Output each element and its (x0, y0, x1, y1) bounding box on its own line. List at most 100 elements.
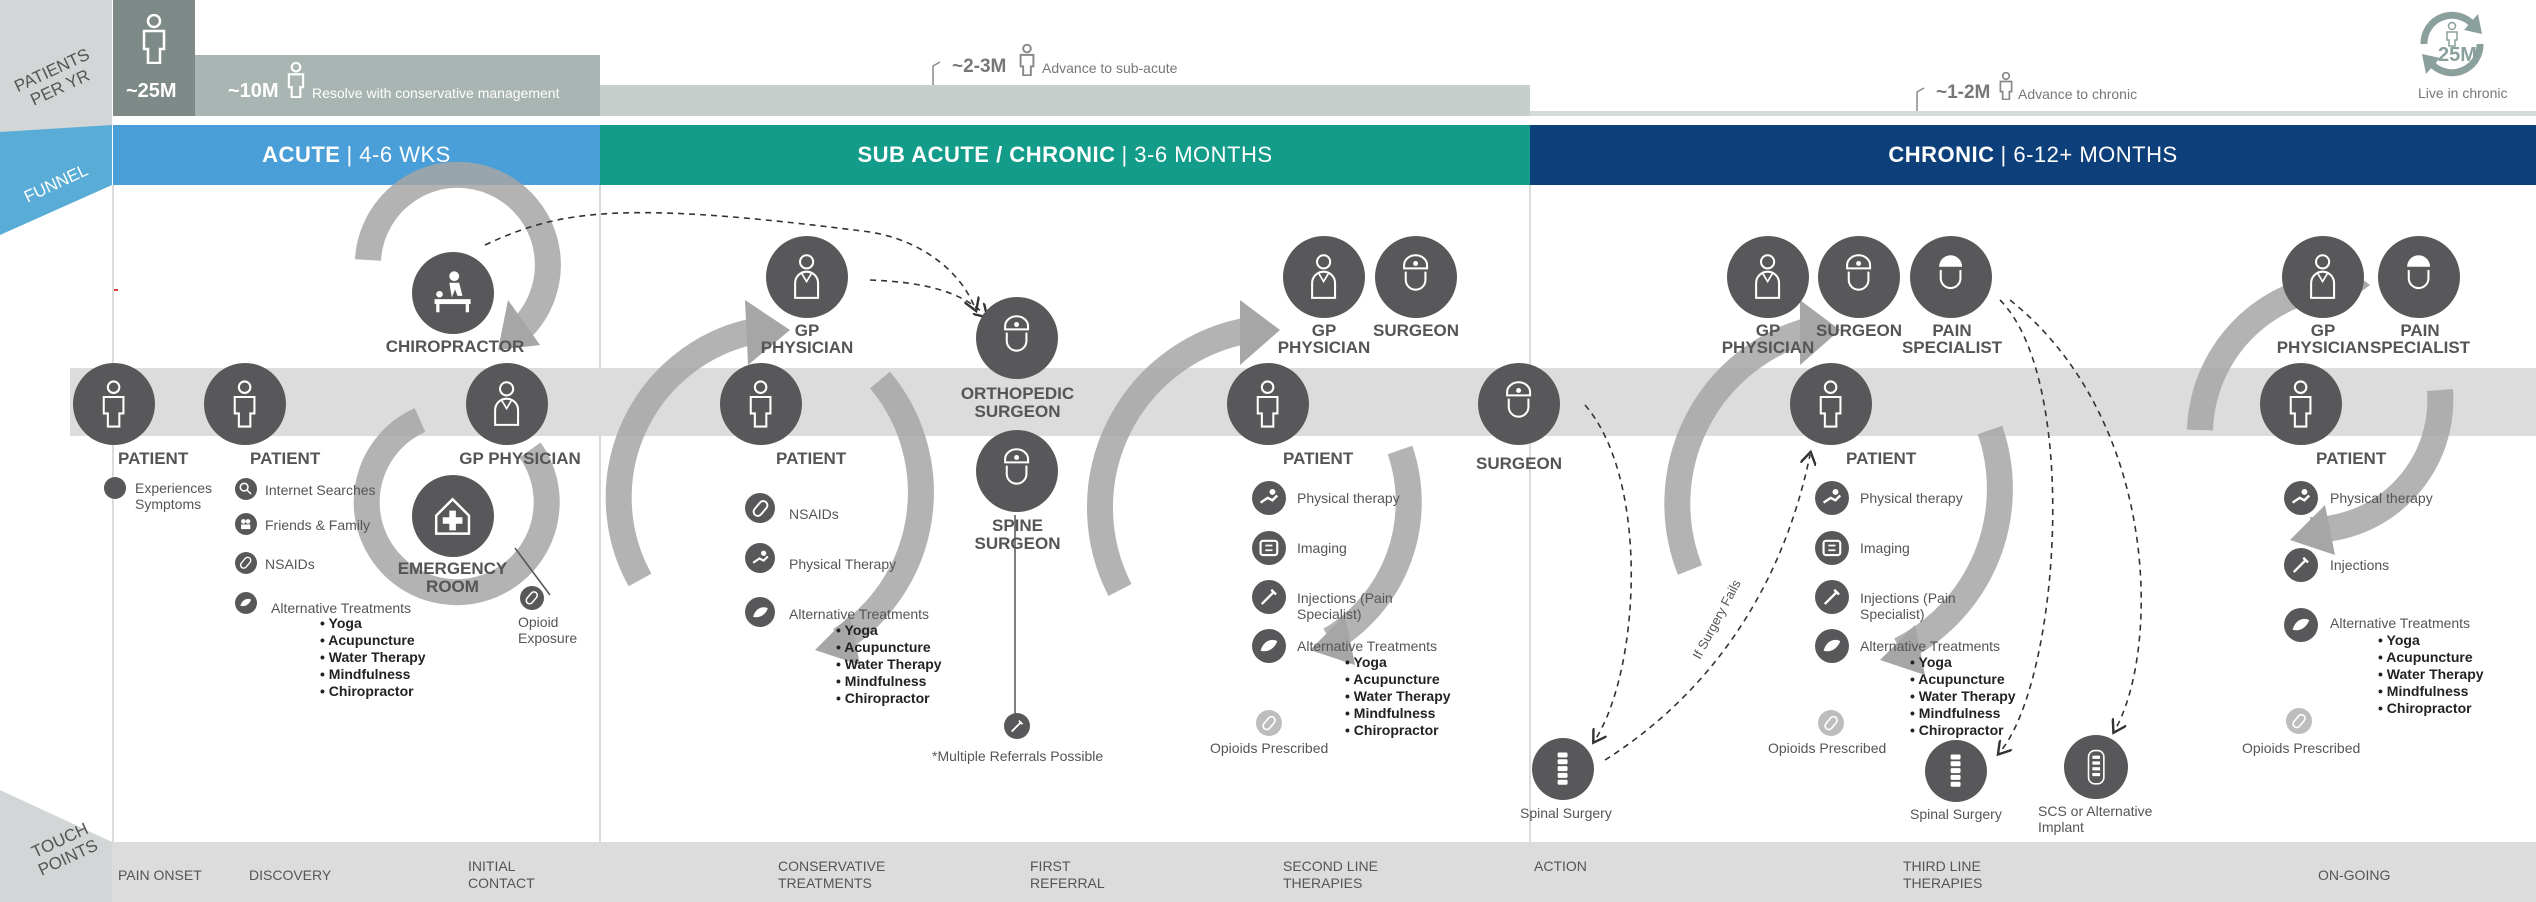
patient-label: PATIENT (118, 449, 189, 468)
callout-line (1916, 87, 1925, 111)
doctor-icon (1755, 254, 1781, 300)
alt-list-item: Yoga (320, 615, 426, 632)
chiropractor-node[interactable] (412, 252, 494, 334)
surgeon-icon (1506, 381, 1532, 419)
patient-node[interactable] (1790, 363, 1872, 445)
spinal-surgery-node[interactable] (1925, 740, 1987, 802)
injections-text: Injections (Pain Specialist) (1297, 590, 1393, 622)
phase-acute: ACUTE| 4-6 WKS (113, 125, 600, 185)
scs-implant-node[interactable] (2064, 735, 2128, 799)
alt-list-item: Water Therapy (2378, 666, 2484, 683)
doctor-icon (1311, 254, 1337, 300)
alt-list-item: Mindfulness (1910, 705, 2016, 722)
patient-node[interactable] (2260, 363, 2342, 445)
live-count: 25M (2438, 44, 2477, 66)
subacute-count: ~2-3M (952, 56, 1007, 77)
pill-icon (235, 552, 257, 574)
alt-list-item: Mindfulness (320, 666, 426, 683)
imaging-icon (1252, 531, 1286, 565)
gp-physician-node[interactable] (766, 236, 848, 318)
patient-label: PATIENT (1283, 449, 1354, 468)
surgeon-node[interactable] (1818, 236, 1900, 318)
patient-node[interactable] (204, 363, 286, 445)
surgeon-node[interactable] (1375, 236, 1457, 318)
alt-list-item: Yoga (1345, 654, 1451, 671)
imaging-icon (1815, 531, 1849, 565)
cycle-icon (2420, 11, 2484, 77)
opioids-prescribed-text: Opioids Prescribed (2242, 740, 2361, 756)
leaf-icon (235, 592, 257, 614)
alternative-list: YogaAcupunctureWater TherapyMindfulnessC… (1910, 654, 2016, 739)
alt-list-item: Chiropractor (1910, 722, 2016, 739)
friends-family-text: Friends & Family (265, 517, 371, 533)
surgeon-node[interactable] (1478, 363, 1560, 445)
syringe-icon (1252, 580, 1286, 614)
patient-node[interactable] (1227, 363, 1309, 445)
alternative-list: YogaAcupunctureWater TherapyMindfulnessC… (1345, 654, 1451, 739)
surgeon-label: SURGEON (1476, 454, 1562, 473)
gp-physician-node[interactable] (1727, 236, 1809, 318)
pain-specialist-node[interactable] (2378, 236, 2460, 318)
emergency-room-node[interactable] (412, 475, 494, 557)
experiences-symptoms-text: Experiences Symptoms (135, 480, 213, 512)
person-icon (1999, 72, 2013, 100)
gp-physician-node[interactable] (1283, 236, 1365, 318)
scs-implant-text: SCS or Alternative Implant (2038, 803, 2153, 835)
nsaids-text: NSAIDs (789, 506, 839, 522)
syringe-icon (1004, 713, 1030, 739)
leaf-icon (745, 597, 775, 627)
physical-therapy-icon (2284, 481, 2318, 515)
gp-physician-node[interactable] (2282, 236, 2364, 318)
gp-physician-node[interactable] (466, 363, 548, 445)
specialist-icon (2407, 255, 2431, 290)
injections-text: Injections (2330, 557, 2390, 573)
pain-specialist-node[interactable] (1910, 236, 1992, 318)
touch-point-first-referral: FIRST REFERRAL (1030, 858, 1105, 891)
opioids-prescribed-text: Opioids Prescribed (1768, 740, 1887, 756)
person-icon (1257, 380, 1279, 428)
physical-therapy-icon (1252, 481, 1286, 515)
patient-label: PATIENT (776, 449, 847, 468)
phase-chronic: CHRONIC| 6-12+ MONTHS (1530, 125, 2536, 185)
pain-specialist-label: PAIN SPECIALIST (2369, 321, 2471, 357)
syringe-icon (1815, 580, 1849, 614)
alternative-treatments-text: Alternative Treatments (1860, 638, 2001, 654)
alternative-list: YogaAcupunctureWater TherapyMindfulnessC… (320, 615, 426, 700)
touch-point-conservative-treatments: CONSERVATIVE TREATMENTS (778, 858, 886, 891)
alt-list-item: Water Therapy (1345, 688, 1451, 705)
dot-icon (104, 477, 126, 499)
alt-list-item: Yoga (2378, 632, 2484, 649)
alternative-treatments-text: Alternative Treatments (271, 600, 412, 616)
callout-line (932, 61, 941, 85)
alt-list-item: Yoga (836, 622, 942, 639)
spinal-surgery-node[interactable] (1532, 738, 1594, 800)
chronic-bar (1530, 111, 2536, 116)
phase-subacute: SUB ACUTE / CHRONIC| 3-6 MONTHS (600, 125, 1530, 185)
physical-therapy-text: Physical therapy (2330, 490, 2433, 506)
orthopedic-surgeon-node[interactable] (976, 297, 1058, 379)
physical-therapy-icon (745, 543, 775, 573)
patient-node[interactable] (73, 363, 155, 445)
specialist-icon (1939, 255, 1963, 290)
leaf-icon (1252, 629, 1286, 663)
person-icon (234, 380, 256, 428)
spine-surgeon-node[interactable] (976, 430, 1058, 512)
total-patients-bar (113, 0, 195, 116)
alternative-list: YogaAcupunctureWater TherapyMindfulnessC… (2378, 632, 2484, 717)
leaf-icon (1815, 629, 1849, 663)
search-icon (235, 478, 257, 500)
chronic-note: Advance to chronic (2018, 86, 2138, 102)
resolve-bar (195, 55, 600, 116)
syringe-icon (2284, 548, 2318, 582)
person-icon (1820, 380, 1842, 428)
alt-list-item: Chiropractor (836, 690, 942, 707)
patient-label: PATIENT (250, 449, 321, 468)
person-icon (142, 14, 166, 64)
spine-surgeon-label: SPINE SURGEON (974, 516, 1061, 553)
surgeon-icon (1846, 254, 1872, 292)
side-label-column (0, 0, 112, 902)
surgeon-label: SURGEON (1373, 321, 1459, 340)
patient-node[interactable] (720, 363, 802, 445)
person-icon (750, 380, 772, 428)
